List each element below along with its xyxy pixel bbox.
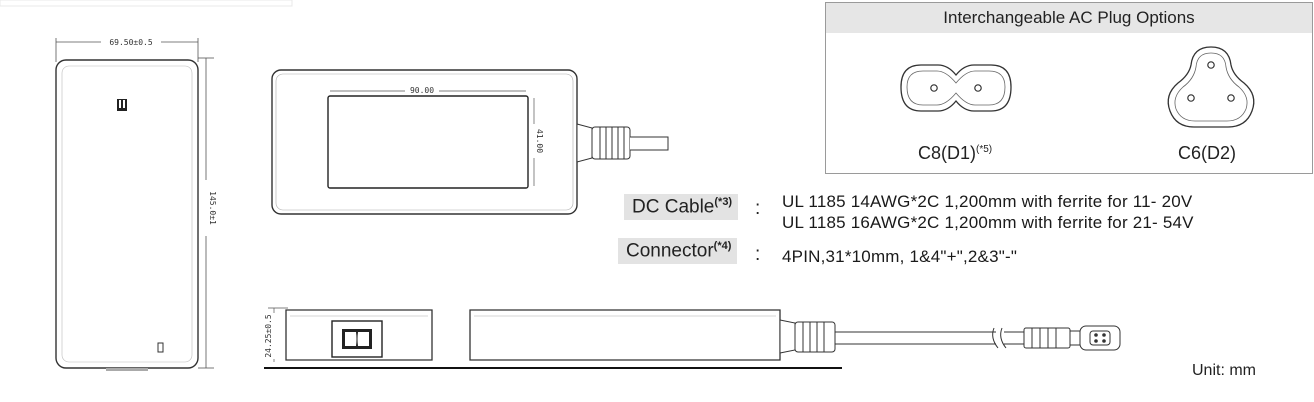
c8-plug-icon bbox=[900, 64, 1012, 112]
front-view: 69.50±0.5 145.0±1 bbox=[55, 35, 217, 371]
plug-icons bbox=[900, 46, 1255, 128]
dc-cable-colon: : bbox=[755, 198, 761, 219]
connector-label-text: Connector bbox=[626, 240, 714, 262]
plug-options-title: Interchangeable AC Plug Options bbox=[826, 3, 1312, 33]
dc-cable-spec-line-1: UL 1185 14AWG*2C 1,200mm with ferrite fo… bbox=[782, 192, 1193, 211]
ue-logo-icon bbox=[117, 99, 127, 111]
label-width-label: 90.00 bbox=[410, 86, 434, 95]
plug-options-panel: Interchangeable AC Plug Options C8(D1)(*… bbox=[825, 2, 1313, 174]
connector-spec-value: 4PIN,31*10mm, 1&4"+",2&3"-" bbox=[782, 247, 1018, 266]
cable-strain-relief bbox=[576, 123, 669, 163]
c8-plug-name-text: C8(D1) bbox=[918, 143, 977, 163]
c6-plug-icon bbox=[1167, 46, 1255, 128]
adapter-side-body-right bbox=[469, 309, 781, 361]
dc-cable-spec-line-2: UL 1185 16AWG*2C 1,200mm with ferrite fo… bbox=[782, 213, 1194, 232]
connector-label: Connector(*4) bbox=[618, 238, 738, 265]
connector-note: (*4) bbox=[713, 240, 732, 252]
frame-remnant bbox=[0, 0, 293, 7]
dc-cable-label: DC Cable(*3) bbox=[624, 194, 739, 221]
led-indicator-icon bbox=[157, 342, 164, 353]
c8-plug-note: (*5) bbox=[976, 144, 993, 155]
unit-label: Unit: mm bbox=[1192, 362, 1256, 379]
dc-cable-note: (*3) bbox=[714, 196, 733, 208]
c6-plug-name: C6(D2) bbox=[1178, 143, 1237, 163]
dc-connector-plug bbox=[1023, 325, 1121, 351]
side-view: 24.25±0.5 bbox=[264, 307, 1121, 369]
label-area bbox=[327, 95, 529, 189]
c8-plug-name: C8(D1)(*5) bbox=[918, 143, 992, 164]
connector-colon: : bbox=[755, 244, 761, 265]
side-height-label: 24.25±0.5 bbox=[264, 314, 273, 358]
dc-cable-label-text: DC Cable bbox=[632, 196, 715, 218]
label-height-label: 41.00 bbox=[535, 129, 544, 153]
front-width-label: 69.50±0.5 bbox=[109, 38, 153, 47]
front-height-label: 145.0±1 bbox=[208, 191, 217, 225]
top-view: 90.00 41.00 bbox=[271, 69, 669, 215]
